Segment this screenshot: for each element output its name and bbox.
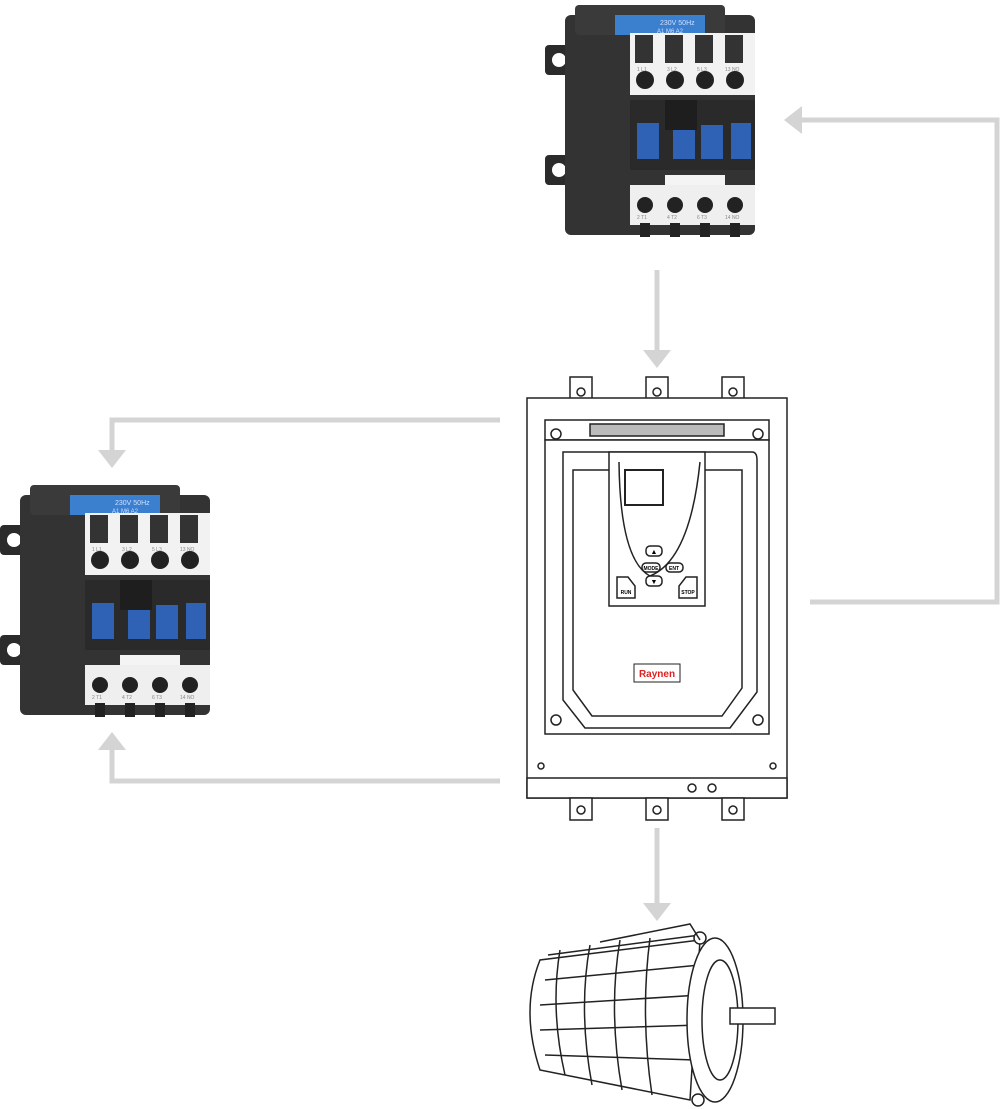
run-key: RUN bbox=[621, 590, 632, 596]
terminal-label: 1 L1 bbox=[92, 547, 102, 553]
down-key: ▼ bbox=[651, 579, 658, 586]
terminal-label: 4 T2 bbox=[667, 215, 677, 221]
arrowhead-up-icon bbox=[98, 732, 126, 750]
mode-key: MODE bbox=[644, 566, 660, 572]
arrow-starter-to-left-contactor-top bbox=[109, 417, 500, 452]
arrowheads bbox=[98, 106, 802, 921]
terminal-label: 13 NO bbox=[725, 67, 740, 73]
terminal-label: 14 NO bbox=[725, 215, 740, 221]
arrowhead-down-icon bbox=[643, 903, 671, 921]
terminal-label: 13 NO bbox=[180, 547, 195, 553]
contactor-rating: 230V 50Hz bbox=[660, 20, 695, 27]
contactor-top: 230V 50Hz A1 M6 A2 1 L1 3 L2 5 L3 13 NO … bbox=[545, 5, 755, 237]
up-key: ▲ bbox=[651, 549, 658, 556]
arrowhead-down-icon bbox=[98, 450, 126, 468]
terminal-label: 5 L3 bbox=[152, 547, 162, 553]
stop-key: STOP bbox=[681, 590, 695, 596]
terminal-label: 2 T1 bbox=[637, 215, 647, 221]
contactor-rating: 230V 50Hz bbox=[115, 500, 150, 507]
arrows bbox=[109, 117, 1000, 905]
motor bbox=[529, 923, 776, 1107]
arrowhead-down-icon bbox=[643, 350, 671, 368]
terminal-label: 6 T3 bbox=[697, 215, 707, 221]
arrow-starter-to-left-contactor-bottom bbox=[109, 748, 500, 784]
terminal-label: 6 T3 bbox=[152, 695, 162, 701]
brand-logo: Raynen bbox=[639, 669, 675, 680]
terminal-label: 3 L2 bbox=[667, 67, 677, 73]
terminal-label: 4 T2 bbox=[122, 695, 132, 701]
contactor-coil-label: A1 M6 A2 bbox=[112, 509, 139, 515]
soft-starter: ▲ MODE ENT ▼ RUN STOP Raynen bbox=[526, 376, 788, 821]
arrow-starter-to-top-contactor bbox=[800, 117, 1000, 605]
arrowhead-left-icon bbox=[784, 106, 802, 134]
contactor-left: 230V 50Hz A1 M6 A2 1 L1 3 L2 5 L3 13 NO … bbox=[0, 485, 210, 717]
terminal-label: 3 L2 bbox=[122, 547, 132, 553]
contactor-coil-label: A1 M6 A2 bbox=[657, 29, 684, 35]
terminal-label: 1 L1 bbox=[637, 67, 647, 73]
terminal-label: 2 T1 bbox=[92, 695, 102, 701]
terminal-label: 14 NO bbox=[180, 695, 195, 701]
terminal-label: 5 L3 bbox=[697, 67, 707, 73]
ent-key: ENT bbox=[669, 566, 679, 572]
